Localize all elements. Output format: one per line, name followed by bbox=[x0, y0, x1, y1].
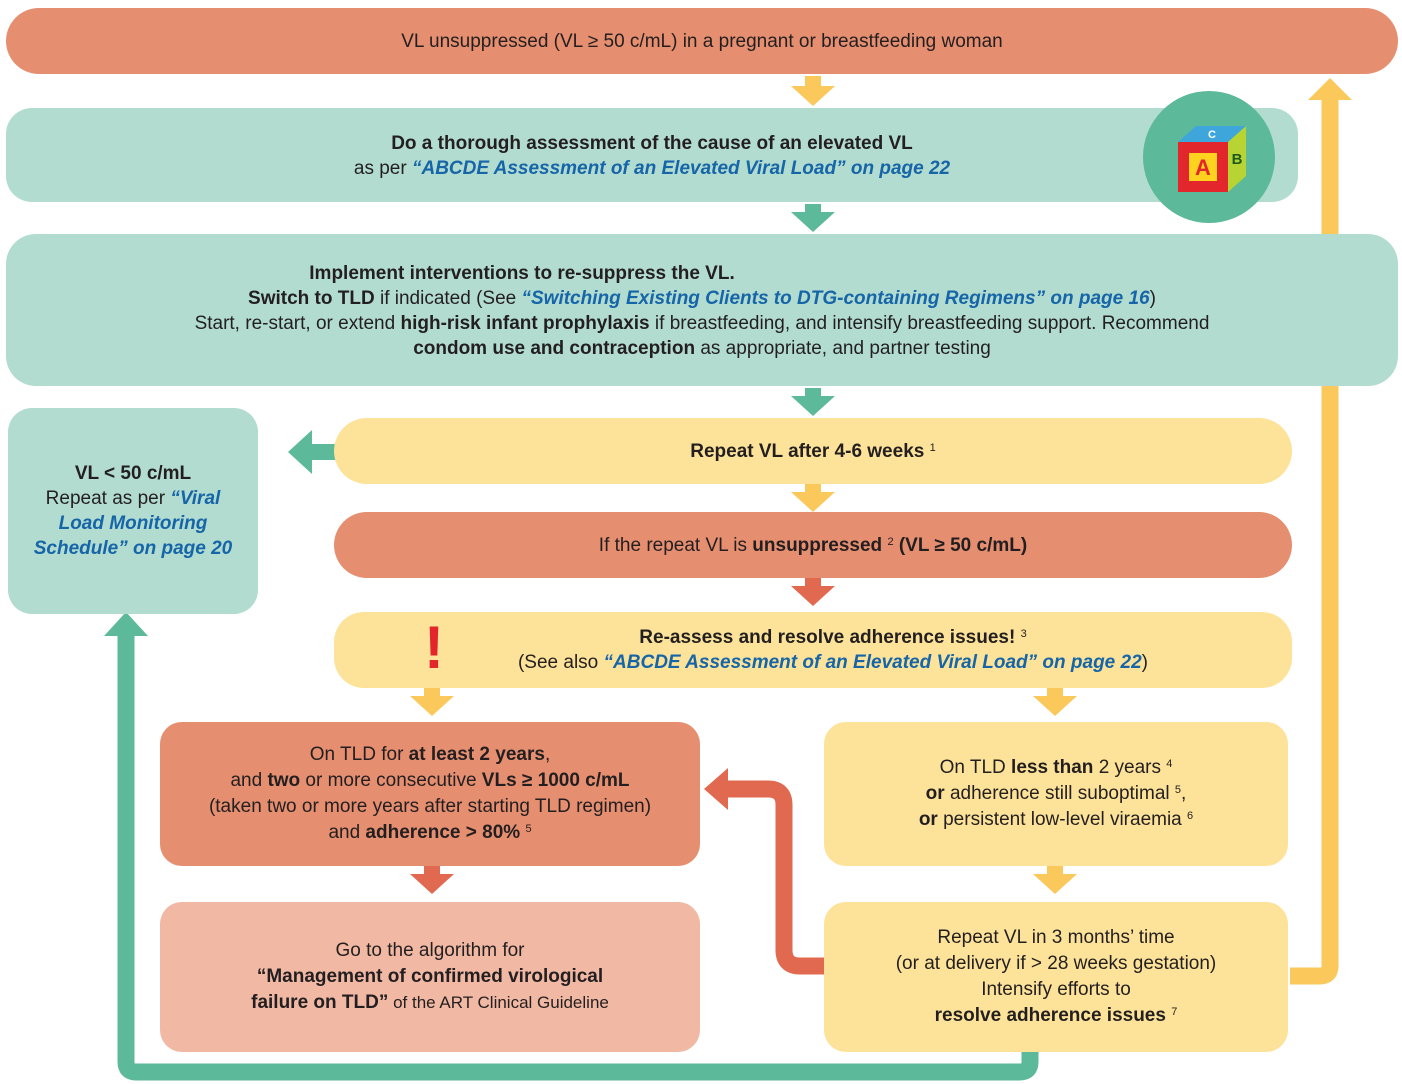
failure-criteria-box: On TLD for at least 2 years, and two or … bbox=[160, 722, 700, 866]
implement-line3: Start, re-start, or extend high-risk inf… bbox=[194, 313, 1210, 334]
implement-line2: Switch to TLD if indicated (See “Switchi… bbox=[248, 288, 1156, 309]
assessment-box: Do a thorough assessment of the cause of… bbox=[6, 108, 1298, 202]
failure-line4: and adherence > 80% 5 bbox=[328, 822, 532, 843]
svg-text:A: A bbox=[1195, 155, 1211, 180]
exclamation-icon: ! bbox=[424, 614, 444, 681]
goto-line1: Go to the algorithm for bbox=[335, 940, 525, 961]
down-arrow-6 bbox=[410, 688, 454, 716]
switching-link[interactable]: “Switching Existing Clients to DTG-conta… bbox=[521, 288, 1150, 309]
suppressed-text: Repeat as per “Viral Load Monitoring Sch… bbox=[33, 488, 233, 559]
loop-arrow-top-head bbox=[1308, 78, 1352, 100]
assessment-line1: Do a thorough assessment of the cause of… bbox=[391, 133, 913, 154]
repeat3-line1: Repeat VL in 3 months’ time bbox=[937, 927, 1175, 948]
loop-arrow-to-top bbox=[1290, 96, 1339, 985]
less-than-2-years-box: On TLD less than 2 years 4 or adherence … bbox=[824, 722, 1288, 866]
loop-arrow-head bbox=[104, 612, 148, 636]
failure-line3: (taken two or more years after starting … bbox=[208, 796, 652, 817]
down-arrow-7 bbox=[1033, 688, 1077, 716]
abcde-link-2[interactable]: “ABCDE Assessment of an Elevated Viral L… bbox=[603, 652, 1142, 673]
arrow-to-suppressed-head bbox=[288, 430, 312, 474]
down-arrow-5 bbox=[791, 578, 835, 606]
adherence-line2: (See also “ABCDE Assessment of an Elevat… bbox=[517, 652, 1148, 673]
assessment-line2: as per “ABCDE Assessment of an Elevated … bbox=[353, 158, 951, 179]
adherence-box: Re-assess and resolve adherence issues! … bbox=[334, 612, 1292, 688]
repeat3-line3: Intensify efforts to bbox=[981, 979, 1131, 1000]
arrow-to-failure-head bbox=[704, 768, 728, 810]
down-arrow-1 bbox=[791, 76, 835, 106]
goto-line3: failure on TLD” of the ART Clinical Guid… bbox=[251, 992, 609, 1013]
implement-line1: Implement interventions to re-suppress t… bbox=[309, 263, 735, 284]
abc-blocks-icon: A B C bbox=[1143, 91, 1275, 223]
down-arrow-8 bbox=[410, 866, 454, 894]
top-box-text: VL unsuppressed (VL ≥ 50 c/mL) in a preg… bbox=[401, 30, 1003, 52]
goto-line2: “Management of confirmed virological bbox=[256, 966, 604, 987]
lessthan-line2: or adherence still suboptimal 5, bbox=[925, 783, 1187, 804]
repeat-vl-text: Repeat VL after 4-6 weeks 1 bbox=[690, 440, 936, 462]
vl-unsuppressed-box: VL unsuppressed (VL ≥ 50 c/mL) in a preg… bbox=[6, 8, 1398, 74]
arrow-to-failure bbox=[726, 780, 826, 975]
implement-line4: condom use and contraception as appropri… bbox=[413, 338, 991, 359]
abcde-link[interactable]: “ABCDE Assessment of an Elevated Viral L… bbox=[411, 158, 951, 179]
unsuppressed-text: If the repeat VL is unsuppressed 2 (VL ≥… bbox=[598, 534, 1028, 556]
down-arrow-3 bbox=[791, 388, 835, 416]
adherence-line1: Re-assess and resolve adherence issues! … bbox=[639, 627, 1027, 648]
implement-interventions-box: Implement interventions to re-suppress t… bbox=[6, 234, 1398, 386]
lessthan-line1: On TLD less than 2 years 4 bbox=[939, 757, 1173, 778]
go-to-algorithm-box: Go to the algorithm for “Management of c… bbox=[160, 902, 700, 1052]
suppressed-title: VL < 50 c/mL bbox=[74, 463, 192, 484]
loop-arrow-to-suppressed bbox=[117, 632, 1039, 1081]
repeat-vl-box: Repeat VL after 4-6 weeks 1 bbox=[334, 418, 1292, 484]
repeat-unsuppressed-box: If the repeat VL is unsuppressed 2 (VL ≥… bbox=[334, 512, 1292, 578]
failure-line1: On TLD for at least 2 years, bbox=[309, 744, 551, 765]
svg-text:C: C bbox=[1208, 129, 1216, 141]
down-arrow-9 bbox=[1033, 866, 1077, 894]
repeat3-line2: (or at delivery if > 28 weeks gestation) bbox=[895, 953, 1217, 974]
vl-suppressed-box: VL < 50 c/mL Repeat as per “Viral Load M… bbox=[8, 408, 258, 614]
vl-schedule-link[interactable]: “Viral Load Monitoring Schedule” on page… bbox=[33, 488, 233, 559]
svg-text:B: B bbox=[1232, 151, 1243, 168]
arrow-to-suppressed-shaft bbox=[310, 444, 340, 460]
down-arrow-4 bbox=[791, 484, 835, 512]
repeat-3-months-box: Repeat VL in 3 months’ time (or at deliv… bbox=[824, 902, 1288, 1052]
down-arrow-2 bbox=[791, 204, 835, 232]
lessthan-line3: or persistent low-level viraemia 6 bbox=[918, 809, 1194, 830]
failure-line2: and two or more consecutive VLs ≥ 1000 c… bbox=[230, 770, 630, 791]
repeat3-line4: resolve adherence issues 7 bbox=[934, 1005, 1178, 1026]
